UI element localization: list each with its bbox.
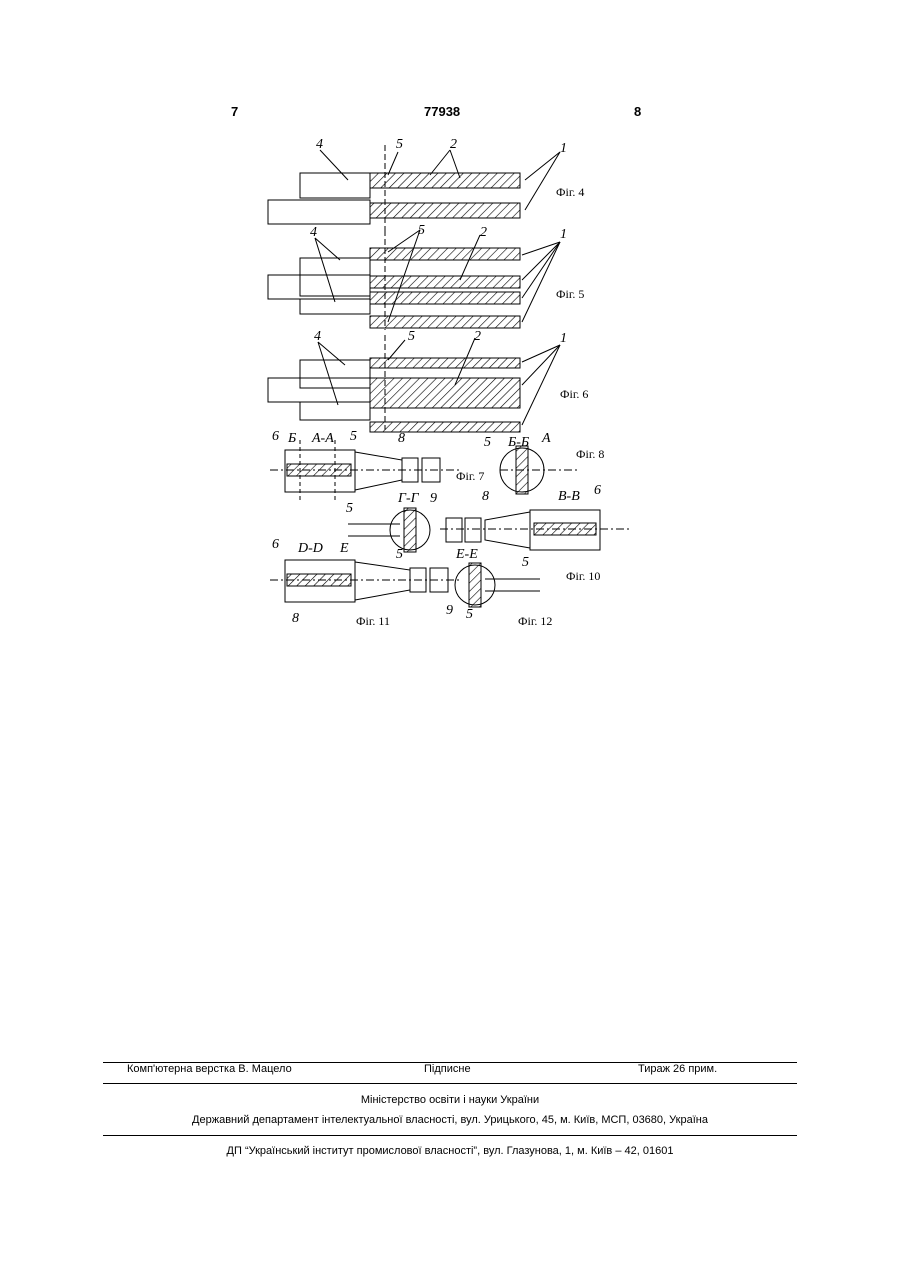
technical-drawing: 4 5 2 1 Фіг. 4 4 5 2 1 Фіг. 5 (260, 130, 640, 635)
figure-4 (268, 145, 560, 230)
ref-6-fig7: 5 (350, 429, 357, 444)
footer-ministry: Міністерство освіти і науки України (103, 1094, 797, 1106)
ref-7-fig7: 6 (272, 429, 279, 444)
footer-department: Державний департамент інтелектуальної вл… (103, 1114, 797, 1126)
ref-8-fig7: 8 (398, 431, 405, 446)
figure-6 (268, 335, 560, 432)
patent-number: 77938 (424, 104, 460, 119)
sect-aa-fig7: А-А (311, 431, 334, 446)
sect-vv-fig10: В-В (558, 489, 580, 504)
ref-5-fig4: 5 (396, 137, 403, 152)
sect-e-fig11: Е (339, 541, 349, 556)
caption-fig7: Фіг. 7 (456, 469, 484, 483)
caption-fig11: Фіг. 11 (356, 614, 390, 628)
figure-9-section (348, 508, 430, 552)
footer-signed: Підписне (424, 1063, 471, 1075)
sect-bb-fig8: Б-Б (507, 435, 529, 450)
ref-1-fig5: 1 (560, 227, 567, 242)
sect-ee-fig12: Е-Е (455, 547, 478, 562)
ref-7-fig11: 6 (272, 537, 279, 552)
ref-4-fig5: 4 (310, 225, 317, 240)
ref-2-fig4: 2 (450, 137, 457, 152)
ref-1-fig4: 1 (560, 141, 567, 156)
ref-9-fig12: 9 (446, 603, 453, 618)
ref-4-fig4: 4 (316, 137, 323, 152)
sect-a-fig8: А (541, 431, 551, 446)
ref-5-fig9: 5 (346, 501, 353, 516)
ref-8-fig10: 8 (482, 489, 489, 504)
ref-7-fig10: 6 (594, 483, 601, 498)
figure-5 (268, 230, 560, 330)
footer-rule-middle (103, 1083, 797, 1084)
ref-5-fig6: 5 (408, 329, 415, 344)
page-number-right: 8 (634, 104, 641, 119)
caption-fig12: Фіг. 12 (518, 614, 552, 628)
footer-institute: ДП “Український інститут промислової вла… (103, 1145, 797, 1157)
ref-6-fig10: 5 (522, 555, 529, 570)
ref-2-fig5: 2 (480, 225, 487, 240)
figure-11 (270, 560, 460, 602)
ref-2-fig6: 2 (474, 329, 481, 344)
footer-layout-credit: Комп'ютерна верстка В. Мацело (127, 1063, 292, 1075)
page-number-left: 7 (231, 104, 238, 119)
ref-1-fig6: 1 (560, 331, 567, 346)
footer-circulation: Тираж 26 прим. (638, 1063, 717, 1075)
ref-5-fig12: 5 (466, 607, 473, 622)
caption-fig6: Фіг. 6 (560, 387, 588, 401)
caption-fig8: Фіг. 8 (576, 447, 604, 461)
figure-10 (440, 510, 630, 550)
caption-fig4: Фіг. 4 (556, 185, 584, 199)
ref-4-fig6: 4 (314, 329, 321, 344)
sect-b-fig7: Б (287, 431, 296, 446)
sect-dd-fig11: D-D (297, 541, 323, 556)
ref-5-fig8: 5 (484, 435, 491, 450)
ref-6-fig11: 5 (396, 547, 403, 562)
caption-fig10: Фіг. 10 (566, 569, 600, 583)
ref-9-fig9: 9 (430, 491, 437, 506)
sect-gg: Г-Г (397, 491, 420, 506)
ref-5-fig5: 5 (418, 223, 425, 238)
ref-8-fig11: 8 (292, 611, 299, 626)
caption-fig5: Фіг. 5 (556, 287, 584, 301)
figure-8 (500, 446, 580, 494)
footer-rule-bottom (103, 1135, 797, 1136)
